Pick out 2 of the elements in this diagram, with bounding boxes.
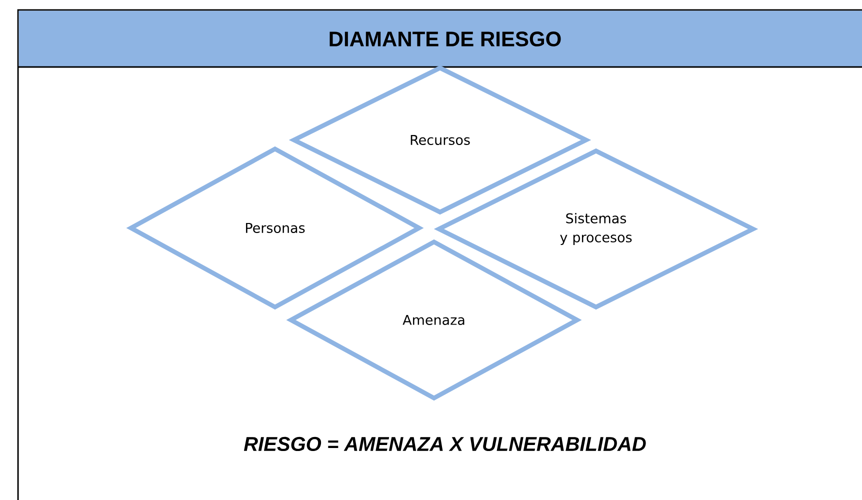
title-banner: DIAMANTE DE RIESGO (18, 10, 862, 68)
formula-text: RIESGO = AMENAZA X VULNERABILIDAD (244, 436, 646, 452)
